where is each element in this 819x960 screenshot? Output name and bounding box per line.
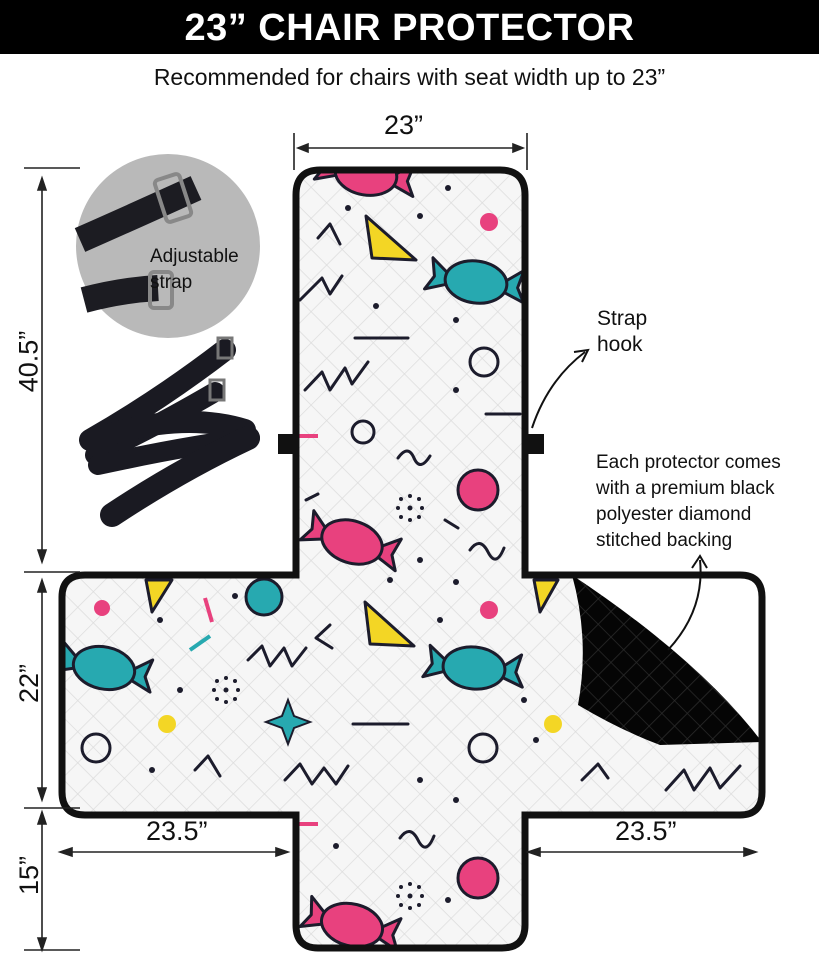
callout-strap-hook: Strap hook	[597, 307, 648, 356]
strap-buckle-icon	[216, 336, 234, 360]
strap-detail-image	[74, 154, 260, 338]
dimension-right-arm: 23.5”	[615, 816, 677, 846]
dimension-top-width: 23”	[384, 110, 424, 140]
strap-buckle-icon	[208, 378, 226, 402]
strap-coil-image	[79, 339, 260, 527]
dimension-left-arm: 23.5”	[146, 816, 208, 846]
callout-backing: Each protector comes with a premium blac…	[596, 452, 781, 551]
subtitle: Recommended for chairs with seat width u…	[153, 64, 666, 90]
page-title: 23” CHAIR PROTECTOR	[0, 0, 819, 54]
dimension-seat-depth: 22”	[14, 663, 45, 704]
strap-hook-right	[524, 434, 544, 454]
callout-adjustable-strap: Adjustable strap	[150, 246, 239, 293]
dimension-front-drop: 15”	[14, 855, 45, 896]
dimension-back-height: 40.5”	[13, 330, 44, 393]
strap-hook-left	[278, 434, 298, 454]
